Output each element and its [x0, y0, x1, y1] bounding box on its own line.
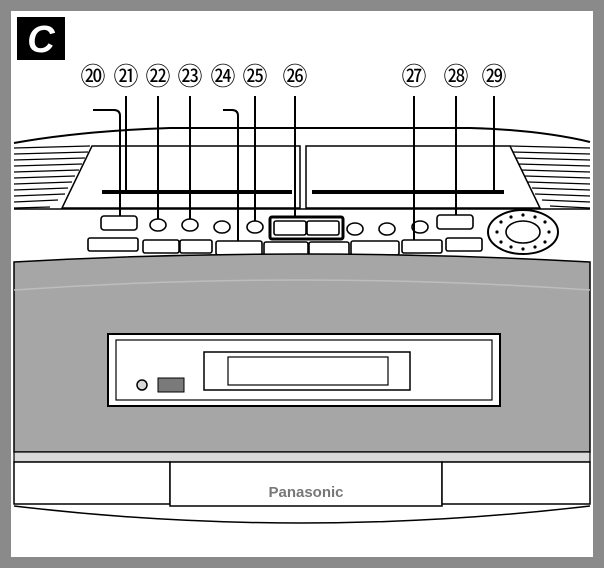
jog-dial-inner[interactable]: [505, 220, 541, 244]
callout-26: ㉖: [282, 63, 307, 91]
right-cassette-deck: [305, 145, 542, 209]
button-27[interactable]: [411, 220, 429, 234]
button-24[interactable]: [213, 220, 231, 234]
button-lower-4[interactable]: [215, 240, 263, 256]
left-deck-window: [102, 190, 292, 194]
button-lower-8[interactable]: [401, 239, 443, 254]
left-cassette-deck: [60, 145, 301, 209]
callout-21: ㉑: [113, 63, 138, 91]
bottom-left-panel: [13, 461, 171, 505]
callout-20: ⑳: [80, 63, 105, 91]
top-lid-outline: [13, 127, 591, 144]
bottom-strip: [13, 451, 591, 463]
button-23[interactable]: [181, 218, 199, 232]
button-25[interactable]: [246, 220, 264, 234]
lcd-screen-inner: [227, 356, 389, 386]
callout-25: ㉕: [242, 63, 267, 91]
callout-29: ㉙: [481, 63, 506, 91]
right-deck-window: [312, 190, 504, 194]
upper-button-row: [100, 214, 474, 236]
body-highlight-line: [13, 279, 591, 291]
button-20[interactable]: [100, 215, 138, 231]
brand-logo: Panasonic: [268, 484, 343, 501]
callout-27: ㉗: [401, 63, 426, 91]
lower-button-row: [87, 237, 483, 257]
leader-lines: [93, 96, 495, 241]
brand-panel: [169, 461, 443, 507]
callout-26-highlight: [268, 215, 345, 241]
button-lower-9[interactable]: [445, 237, 483, 252]
button-lower-1[interactable]: [87, 237, 139, 252]
callout-22: ㉒: [145, 63, 170, 91]
jog-dial[interactable]: [487, 209, 559, 255]
button-lower-2[interactable]: [142, 239, 180, 254]
button-lower-7[interactable]: [350, 240, 400, 256]
body-bottom-curve: [13, 505, 591, 524]
button-26-right[interactable]: [306, 220, 340, 236]
button-lower-3[interactable]: [179, 239, 213, 254]
button-22[interactable]: [149, 218, 167, 232]
bottom-right-panel: [441, 461, 591, 505]
button-small-a[interactable]: [346, 222, 364, 236]
section-letter: C: [27, 19, 55, 61]
button-small-b[interactable]: [378, 222, 396, 236]
left-speaker-grille: [13, 145, 91, 209]
button-28[interactable]: [436, 214, 474, 230]
callout-24: ㉔: [210, 63, 235, 91]
sensor-indicator: [136, 379, 148, 391]
right-speaker-grille: [509, 145, 591, 209]
button-26-left[interactable]: [273, 220, 307, 236]
callout-23: ㉓: [177, 63, 202, 91]
remote-sensor: [157, 377, 185, 393]
callout-28: ㉘: [443, 63, 468, 91]
section-label-box: [17, 17, 65, 60]
